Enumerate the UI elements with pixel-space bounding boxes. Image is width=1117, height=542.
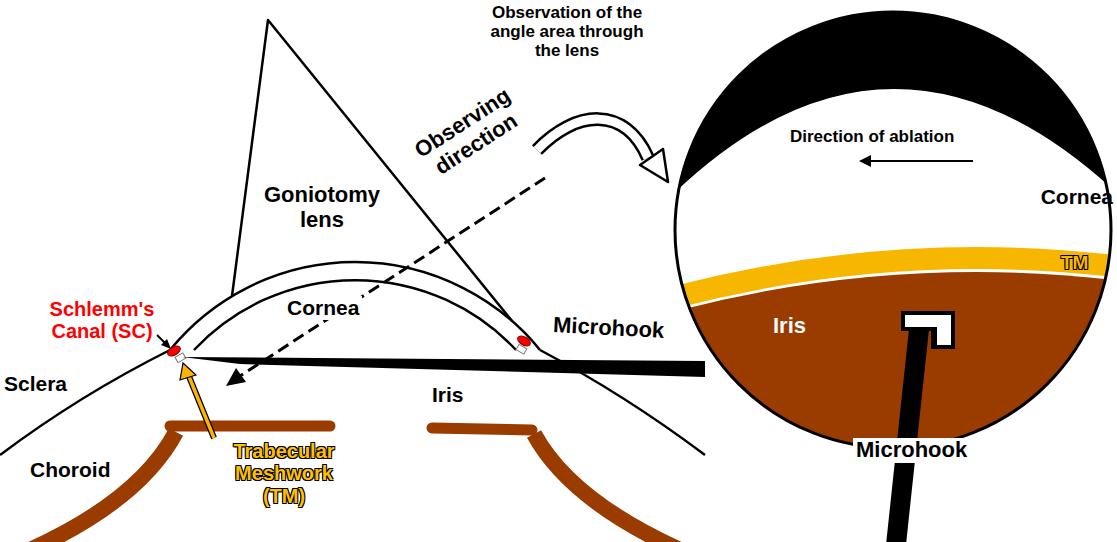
- ablation-arrow: [869, 160, 973, 162]
- observation-arrow: [537, 119, 648, 158]
- lens-label: Goniotomy lens: [257, 183, 387, 232]
- arrowhead: [161, 339, 171, 349]
- microhook-tip: [905, 315, 951, 345]
- view-content: [668, 0, 1117, 469]
- choroid-band: [30, 432, 176, 542]
- observation-arrowhead: [640, 149, 668, 182]
- microhook-tip: [901, 311, 955, 349]
- trabecular-meshwork: [516, 344, 527, 354]
- iris-bar: [170, 421, 330, 432]
- view-outline: [675, 12, 1111, 448]
- instrument-label: Microhook: [853, 438, 970, 463]
- microhook-shaft: [885, 329, 929, 542]
- cornea-outer: [170, 262, 540, 350]
- cornea-label: Cornea: [1041, 185, 1113, 209]
- cornea-inner: [194, 280, 516, 350]
- lens-outline: [232, 20, 512, 321]
- microhook-shaft: [182, 357, 705, 377]
- observation-arrow: [537, 119, 648, 158]
- dark-crescent: [668, 0, 1117, 199]
- part-label: Trabecular Meshwork (TM): [220, 440, 348, 507]
- part-label: Sclera: [4, 372, 67, 396]
- magnified-angle-view: Direction of ablationCorneaTM Iris: [673, 9, 1113, 451]
- magnified-angle-view-shape: [673, 9, 1113, 451]
- direction-label: Direction of ablation: [790, 127, 954, 146]
- part-label: Schlemm's Canal (SC): [38, 298, 166, 343]
- iris-label: Iris: [773, 314, 806, 339]
- observation-label: Observation of the angle area through th…: [487, 3, 647, 60]
- arrowhead: [859, 155, 871, 167]
- leader-arrow: [188, 374, 214, 438]
- leader-arrow: [188, 374, 214, 438]
- part-label: Cornea: [284, 296, 362, 320]
- choroid-band: [534, 434, 680, 542]
- trabecular-meshwork: [175, 353, 186, 363]
- instrument-label: Microhook: [552, 313, 664, 343]
- goniotomy-lens: Goniotomy lens: [230, 18, 515, 324]
- iris-bar: [432, 428, 532, 430]
- arrowhead: [226, 368, 246, 386]
- iris-area: [668, 272, 1117, 469]
- part-label: Iris: [432, 383, 464, 407]
- part-label: Choroid: [30, 458, 110, 482]
- sclera-outline: [0, 350, 170, 455]
- direction-label: Observing direction: [404, 79, 536, 188]
- arrowhead: [180, 363, 196, 380]
- observing-direction-line: [240, 178, 545, 376]
- tm-band: [668, 258, 1117, 299]
- tm-label: TM: [1061, 252, 1088, 273]
- goniotomy-lens-shape: [230, 18, 515, 324]
